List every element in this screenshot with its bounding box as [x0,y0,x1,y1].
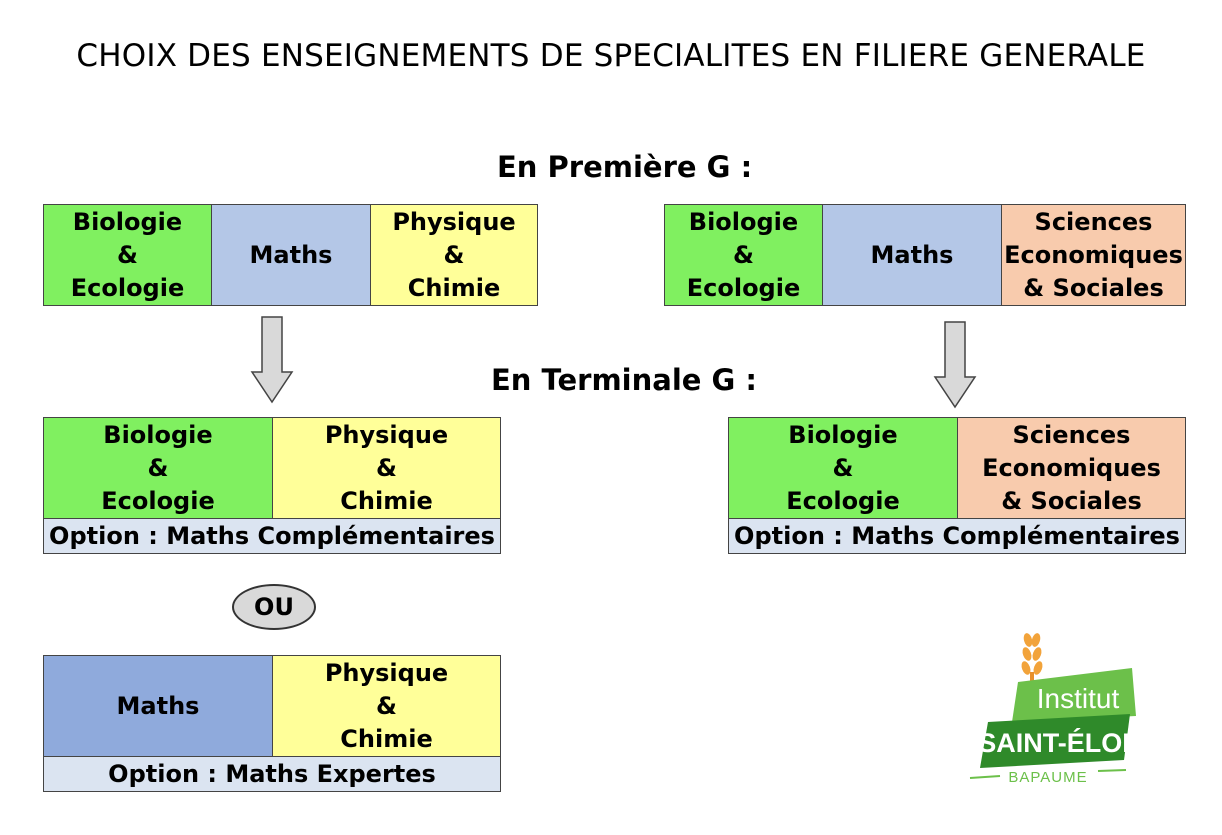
specialty-maths: Maths [212,205,371,305]
specialty-biologie: Biologie & Ecologie [44,418,273,518]
specialty-physique: Physique & Chimie [371,205,537,305]
specialty-biologie: Biologie & Ecologie [729,418,958,518]
premiere-heading: En Première G : [497,150,753,184]
specialty-physique: Physique & Chimie [273,418,500,518]
specialty-ses: Sciences Economiques & Sociales [958,418,1185,518]
ou-connector: OU [232,584,316,630]
option-label: Option : Maths Complémentaires [729,518,1185,553]
down-arrow-icon [933,321,977,409]
specialty-maths: Maths [823,205,1002,305]
terminale-left-combination-a: Biologie & Ecologie Physique & Chimie Op… [43,417,501,554]
logo-saint-eloi-text: SAINT-ÉLOI [978,727,1130,758]
logo-bapaume-text: BAPAUME [1008,769,1087,786]
page-title: CHOIX DES ENSEIGNEMENTS DE SPECIALITES E… [76,38,1146,74]
specialty-physique: Physique & Chimie [273,656,500,756]
logo-institut-text: Institut [1037,683,1120,714]
terminale-heading: En Terminale G : [491,363,758,397]
specialty-maths: Maths [44,656,273,756]
specialty-biologie: Biologie & Ecologie [44,205,212,305]
specialty-ses: Sciences Economiques & Sociales [1002,205,1185,305]
institut-saint-eloi-logo: Institut SAINT-ÉLOI BAPAUME [968,633,1136,788]
premiere-left-combination: Biologie & Ecologie Maths Physique & Chi… [43,204,538,306]
terminale-left-combination-b: Maths Physique & Chimie Option : Maths E… [43,655,501,792]
premiere-right-combination: Biologie & Ecologie Maths Sciences Econo… [664,204,1186,306]
terminale-right-combination: Biologie & Ecologie Sciences Economiques… [728,417,1186,554]
specialty-biologie: Biologie & Ecologie [665,205,823,305]
option-label: Option : Maths Expertes [44,756,500,791]
down-arrow-icon [250,316,294,404]
option-label: Option : Maths Complémentaires [44,518,500,553]
